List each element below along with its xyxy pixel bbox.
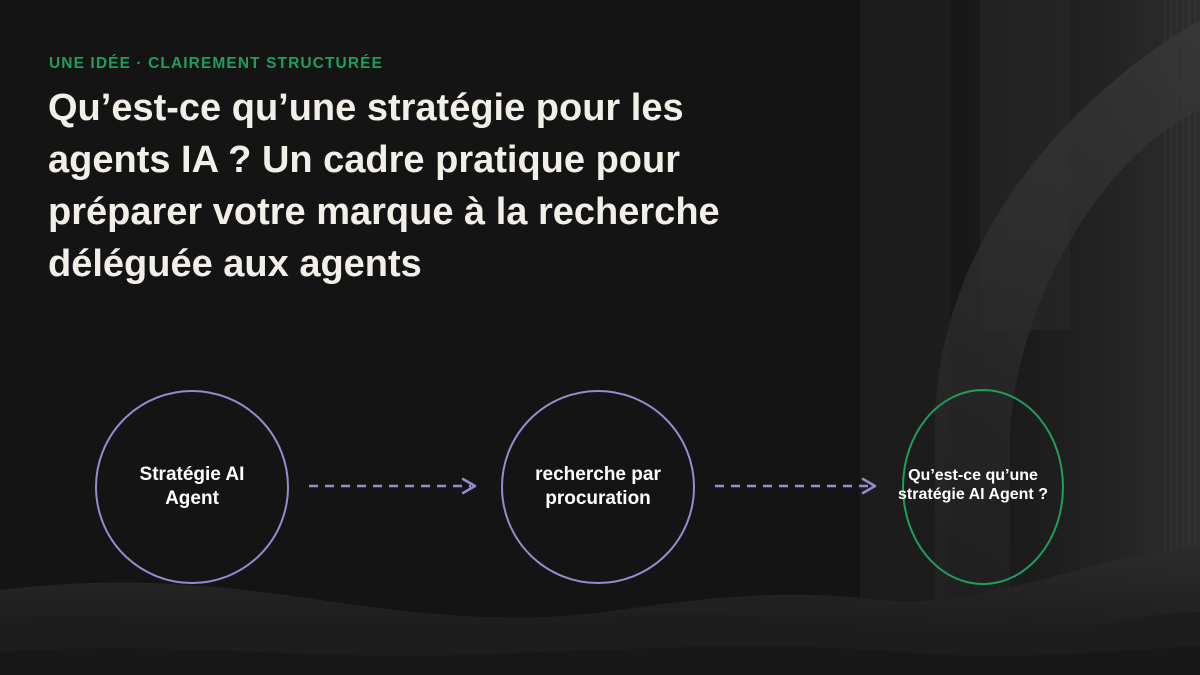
connector-arrow-1 [309, 477, 477, 495]
diagram-node-3: Qu’est-ce qu’une stratégie AI Agent ? [898, 389, 1064, 585]
headline: Qu’est-ce qu’une stratégie pour les agen… [48, 87, 720, 285]
eyebrow-label: UNE IDÉE · CLAIREMENT STRUCTURÉE [49, 55, 384, 72]
diagram-node-1: Stratégie AI Agent [95, 390, 289, 584]
diagram-node-2: recherche par procuration [501, 390, 695, 584]
diagram-node-label: Stratégie AI Agent [139, 464, 245, 509]
connector-arrow-2 [715, 477, 877, 495]
wave-front [0, 646, 1200, 675]
diagram-node-label: Qu’est-ce qu’une stratégie AI Agent ? [898, 466, 1048, 503]
diagram-node-label: recherche par procuration [535, 464, 661, 509]
